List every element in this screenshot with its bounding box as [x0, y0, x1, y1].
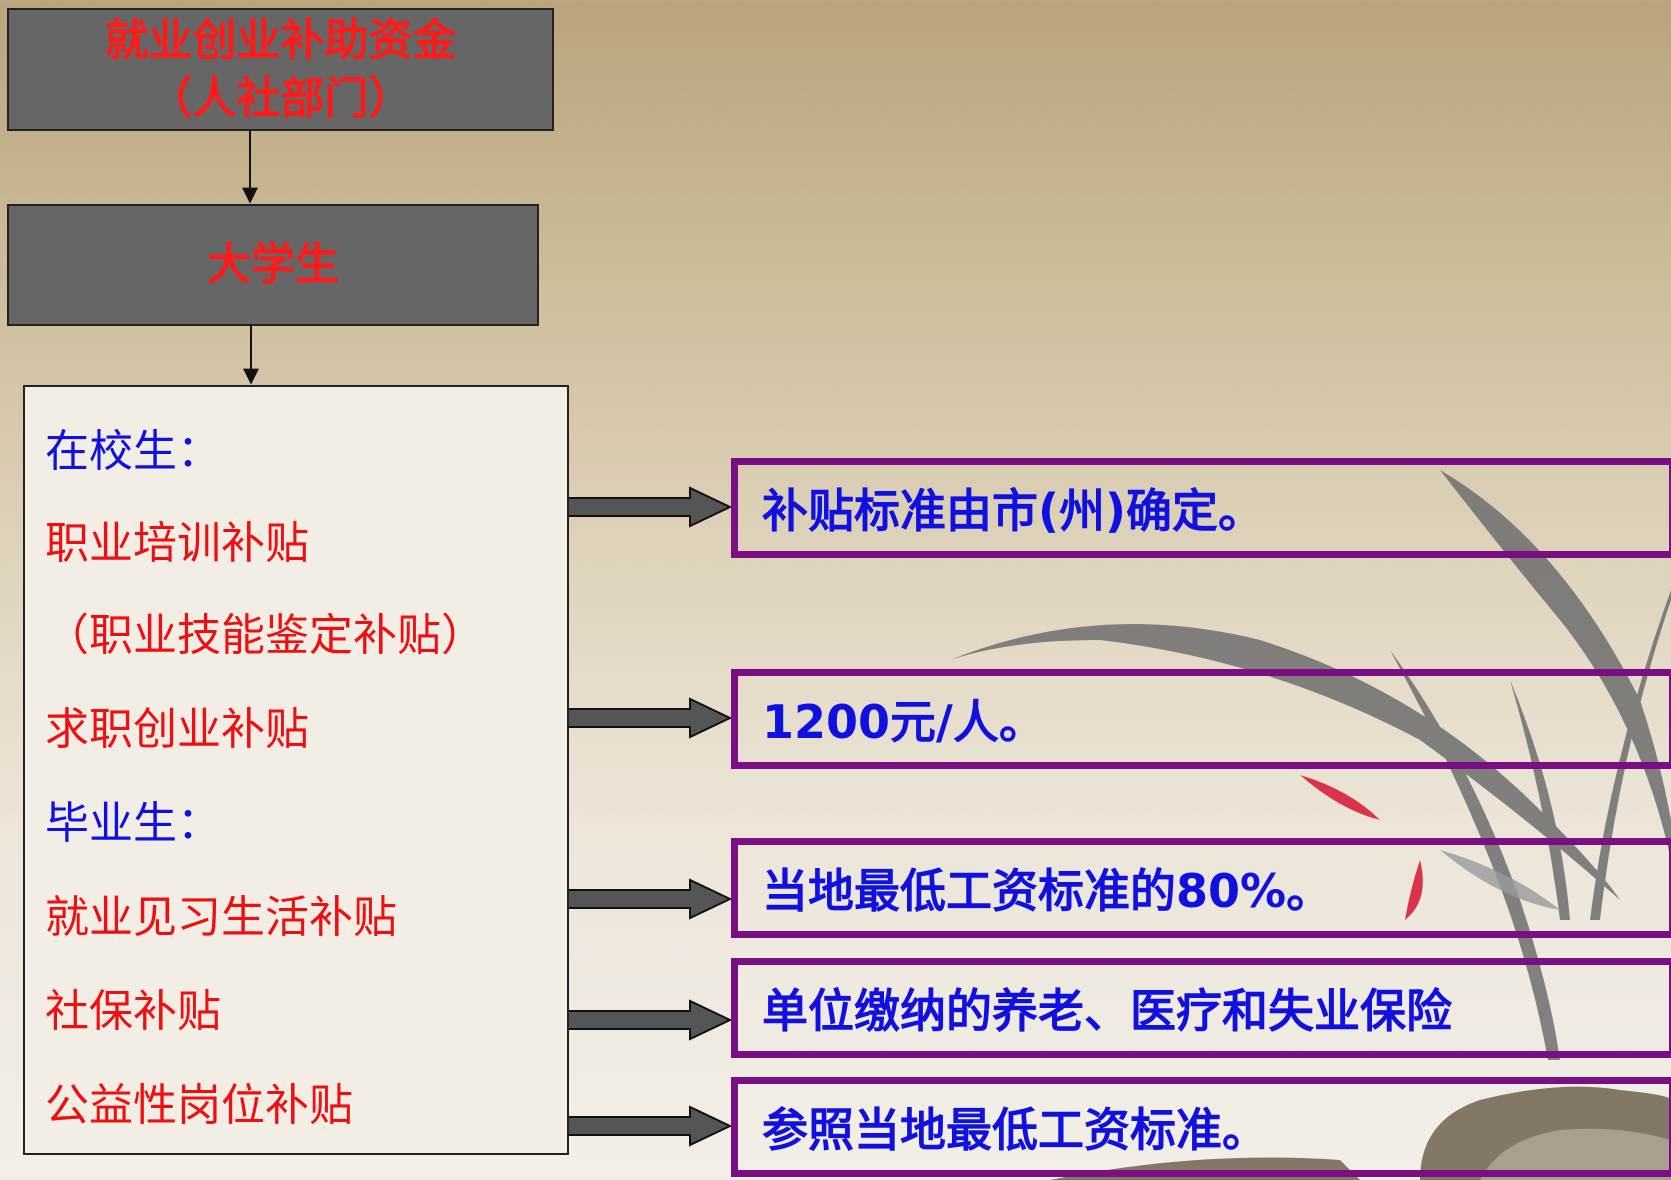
- skill-appraisal-item: （职业技能鉴定补贴）: [45, 610, 485, 661]
- social-insurance-item: 社保补贴: [45, 986, 221, 1037]
- block-arrow-3: [567, 878, 733, 920]
- public-welfare-item: 公益性岗位补贴: [45, 1080, 353, 1131]
- in-school-heading: 在校生：: [45, 426, 221, 477]
- result-box-2: 1200元/人。: [731, 669, 1671, 769]
- result-text-3: 当地最低工资标准的80%。: [762, 864, 1333, 918]
- graduates-heading: 毕业生：: [45, 798, 221, 849]
- result-box-5: 参照当地最低工资标准。: [731, 1077, 1671, 1177]
- result-box-1: 补贴标准由市(州)确定。: [731, 458, 1671, 558]
- vocational-training-item: 职业培训补贴: [45, 518, 309, 569]
- block-arrow-2: [567, 697, 733, 739]
- internship-item: 就业见习生活补贴: [45, 892, 397, 943]
- block-arrow-1: [567, 486, 733, 528]
- result-text-4: 单位缴纳的养老、医疗和失业保险: [762, 984, 1452, 1038]
- fund-department: （人社部门）: [148, 72, 413, 124]
- job-seeking-item: 求职创业补贴: [45, 704, 309, 755]
- result-text-2: 1200元/人。: [762, 695, 1045, 749]
- students-label: 大学生: [207, 239, 339, 290]
- fund-box: 就业创业补助资金 （人社部门）: [7, 8, 554, 131]
- students-box: 大学生: [7, 204, 539, 326]
- result-text-1: 补贴标准由市(州)确定。: [762, 484, 1265, 538]
- block-arrow-4: [567, 999, 733, 1041]
- block-arrow-5: [567, 1105, 733, 1147]
- result-text-5: 参照当地最低工资标准。: [762, 1103, 1268, 1157]
- result-box-3: 当地最低工资标准的80%。: [731, 838, 1671, 938]
- subsidy-list-box: 在校生： 职业培训补贴 （职业技能鉴定补贴） 求职创业补贴 毕业生： 就业见习生…: [23, 385, 569, 1155]
- fund-title: 就业创业补助资金: [104, 14, 457, 66]
- result-box-4: 单位缴纳的养老、医疗和失业保险: [731, 958, 1671, 1058]
